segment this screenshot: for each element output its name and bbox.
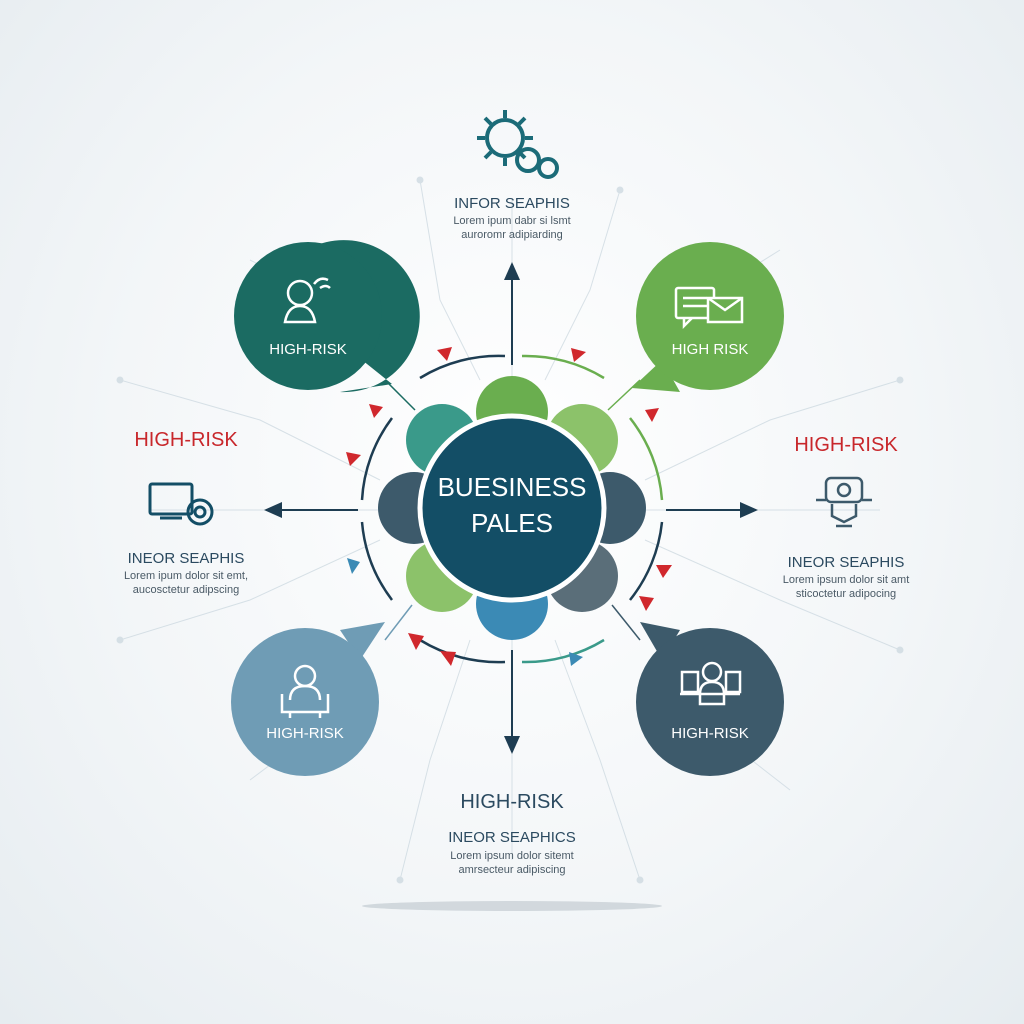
bubble-top-right[interactable]: HIGH RISK [632,242,784,392]
person-laptop-icon [680,661,742,706]
center-circle [417,413,607,603]
left-block-heading: HIGH-RISK [134,429,238,451]
monitor-target-icon [148,482,214,526]
person-desk-icon [280,664,330,718]
left-block-line2: aucosctetur adipscing [133,584,239,596]
bubble-top-left-label: HIGH-RISK [269,341,347,358]
bubble-top-left[interactable]: HIGH-RISK [234,240,420,393]
center-title-line2: PALES [471,508,553,538]
right-block-line2: sticoctetur adipocing [796,588,896,600]
message-mail-icon [674,286,744,330]
direction-arrows [264,262,758,754]
bubble-bottom-right[interactable]: HIGH-RISK [636,622,784,776]
bubble-bottom-left-label: HIGH-RISK [266,725,344,742]
right-info-block: HIGH-RISK INEOR SEAPHIS Lorem ipsum dolo… [783,434,910,600]
top-info-block: INFOR SEAPHIS Lorem ipum dabr si lsmt au… [453,110,571,241]
left-block-line1: Lorem ipum dolor sit emt, [124,570,248,582]
bottom-block-heading: HIGH-RISK [460,791,564,813]
gear-icon [477,110,559,179]
bottom-block-line1: Lorem ipsum dolor sitemt [450,850,574,862]
left-block-title: INEOR SEAPHIS [128,550,245,567]
right-block-line1: Lorem ipsum dolor sit amt [783,574,910,586]
top-block-title: INFOR SEAPHIS [454,195,570,212]
bubble-bottom-right-label: HIGH-RISK [671,725,749,742]
floor-shadow [362,901,662,911]
center-title-line1: BUESINESS [438,472,587,502]
right-block-title: INEOR SEAPHIS [788,554,905,571]
bubble-bottom-left[interactable]: HIGH-RISK [231,622,385,776]
bottom-block-title: INEOR SEAPHICS [448,829,576,846]
top-block-line2: auroromr adipiarding [461,229,563,241]
ring-markers [346,347,672,666]
outer-ring [360,354,664,664]
right-block-heading: HIGH-RISK [794,434,898,456]
bottom-block-line2: amrsecteur adipiscing [459,864,566,876]
people-chat-icon [283,277,331,324]
bubble-connectors [384,379,641,641]
bubble-top-right-label: HIGH RISK [672,341,749,358]
robot-shield-icon [816,476,872,528]
left-info-block: HIGH-RISK INEOR SEAPHIS Lorem ipum dolor… [124,429,248,596]
bottom-info-block: HIGH-RISK INEOR SEAPHICS Lorem ipsum dol… [448,791,576,876]
top-block-line1: Lorem ipum dabr si lsmt [453,215,570,227]
